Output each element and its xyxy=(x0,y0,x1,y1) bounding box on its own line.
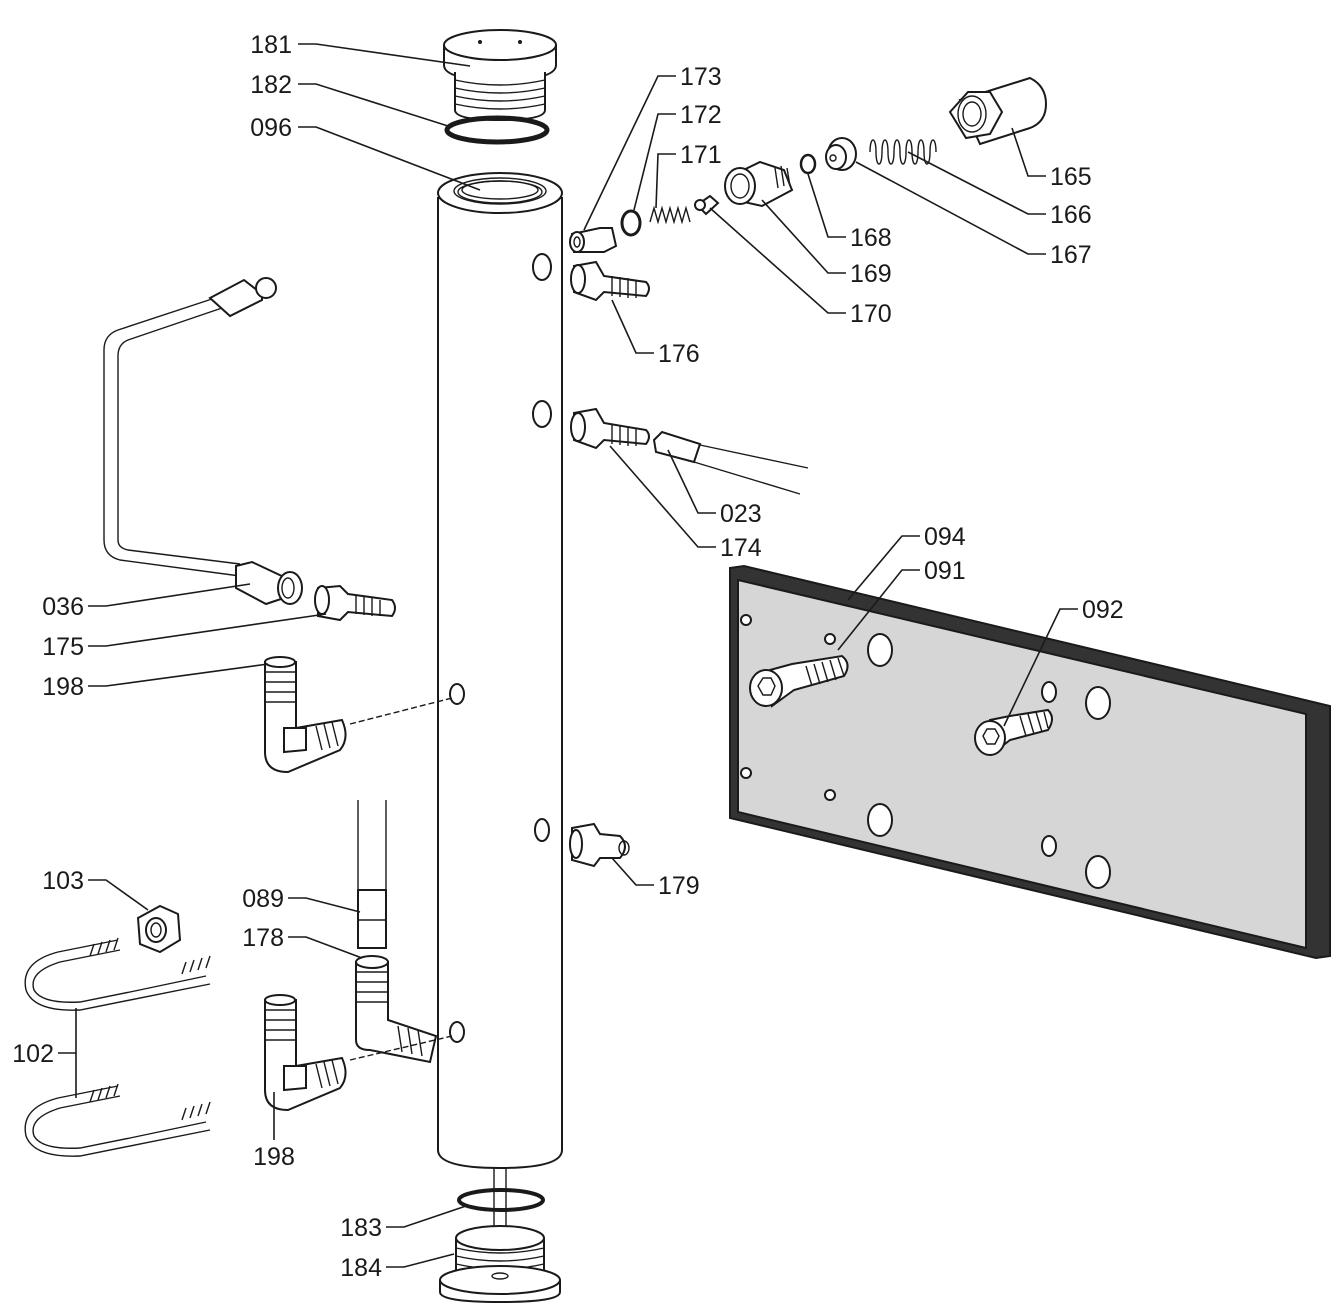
callout-183: 183 xyxy=(340,1214,382,1242)
elbow-fitting-198-upper xyxy=(264,656,453,774)
callout-103: 103 xyxy=(42,867,84,895)
tube-port-hole xyxy=(532,400,552,428)
callout-175: 175 xyxy=(42,633,84,661)
callout-166: 166 xyxy=(1050,201,1092,229)
fitting-176 xyxy=(570,260,650,302)
callout-094: 094 xyxy=(924,523,966,551)
callout-198-lower: 198 xyxy=(253,1143,295,1171)
plug-179 xyxy=(569,822,630,868)
callout-167: 167 xyxy=(1050,241,1092,269)
tube-port-hole xyxy=(449,683,465,705)
tube-089 xyxy=(357,800,387,949)
u-bolt-102 xyxy=(24,937,211,1157)
callout-171: 171 xyxy=(680,141,722,169)
callout-102: 102 xyxy=(12,1040,54,1068)
callout-181: 181 xyxy=(250,31,292,59)
tee-fitting-178 xyxy=(355,955,438,1064)
leader-lines xyxy=(58,43,1078,1268)
tube-023 xyxy=(652,430,809,495)
callout-036: 036 xyxy=(42,593,84,621)
check-valve-assembly xyxy=(569,76,1048,253)
bent-tube-036 xyxy=(103,277,303,606)
callout-178: 178 xyxy=(242,924,284,952)
tube-port-hole xyxy=(532,253,552,281)
main-tube xyxy=(437,172,563,1170)
tube-port-hole xyxy=(449,1021,465,1043)
o-ring-bottom xyxy=(457,1188,545,1212)
callout-182: 182 xyxy=(250,71,292,99)
fitting-175 xyxy=(314,584,396,622)
callout-173: 173 xyxy=(680,63,722,91)
callout-labels: 181 182 096 173 172 171 165 166 168 167 … xyxy=(12,31,1123,1282)
callout-165: 165 xyxy=(1050,163,1092,191)
callout-170: 170 xyxy=(850,300,892,328)
callout-198-upper: 198 xyxy=(42,673,84,701)
callout-096: 096 xyxy=(250,114,292,142)
mounting-plate xyxy=(729,564,1331,960)
callout-184: 184 xyxy=(340,1254,382,1282)
callout-176: 176 xyxy=(658,340,700,368)
fitting-174 xyxy=(570,407,650,450)
callout-023: 023 xyxy=(720,500,762,528)
elbow-fitting-198-lower xyxy=(264,994,453,1112)
callout-092: 092 xyxy=(1082,596,1124,624)
callout-091: 091 xyxy=(924,557,966,585)
tube-port-hole xyxy=(534,818,550,842)
callout-174: 174 xyxy=(720,534,762,562)
callout-172: 172 xyxy=(680,101,722,129)
hex-nut-103 xyxy=(136,904,182,954)
callout-169: 169 xyxy=(850,260,892,288)
callout-089: 089 xyxy=(242,885,284,913)
o-ring-top xyxy=(444,115,550,145)
callout-168: 168 xyxy=(850,224,892,252)
bottom-plug xyxy=(439,1168,561,1304)
callout-179: 179 xyxy=(658,872,700,900)
top-cap xyxy=(443,29,557,122)
